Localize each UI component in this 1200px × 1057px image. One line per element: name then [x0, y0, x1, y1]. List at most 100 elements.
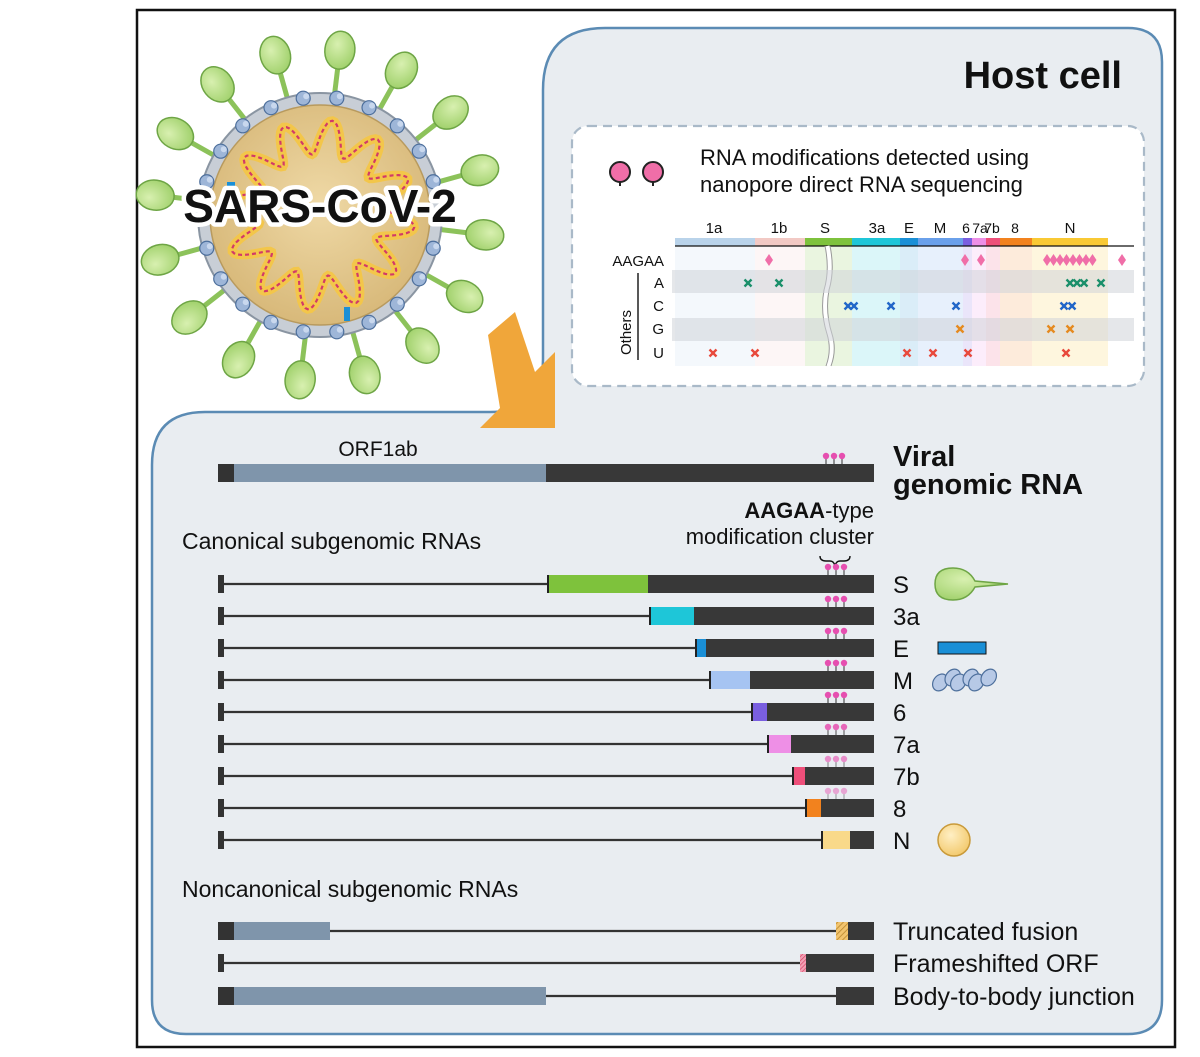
gene-track-segment	[805, 238, 852, 246]
subgenomic-rna-s: S	[218, 563, 909, 599]
membrane-protein-icon	[411, 143, 427, 159]
spike-protein-icon	[200, 66, 250, 124]
spike-protein-icon	[436, 219, 505, 251]
gene-track-segment	[918, 238, 963, 246]
rna-orf-segment	[697, 639, 706, 657]
genomic-title-line2: genomic RNA	[893, 469, 1083, 501]
modification-panel: RNA modifications detected using nanopor…	[570, 124, 1146, 388]
subgenomic-rna-label: 3a	[893, 604, 920, 631]
rna-leader	[218, 831, 224, 849]
genomic-title-line1: Viral	[893, 441, 955, 473]
spike-protein-icon	[411, 95, 469, 145]
a-modification-mark	[1065, 278, 1075, 288]
genomic-modification-pins	[822, 452, 846, 464]
membrane-protein-icon	[235, 296, 251, 312]
subgenomic-rna-3a: 3a	[218, 595, 920, 631]
a-modification-mark	[1096, 278, 1106, 288]
modification-pins	[824, 755, 848, 767]
membrane-protein-icon	[931, 668, 998, 692]
gene-label: 8	[1011, 220, 1019, 236]
membrane-protein-icon	[199, 174, 215, 190]
rna-orf-segment	[549, 575, 648, 593]
envelope-protein-icon	[227, 182, 235, 196]
rna-leader	[218, 767, 224, 785]
spike-protein-icon	[135, 179, 204, 211]
modification-pin-icon	[832, 563, 840, 575]
rna-orf1ab-segment	[234, 922, 330, 940]
membrane-protein-icon	[361, 100, 377, 116]
virus-particle	[135, 30, 505, 400]
aagaa-modification-mark	[1062, 254, 1071, 266]
noncanonical-rna-label: Truncated fusion	[893, 918, 1078, 946]
viral-genome-strand	[224, 119, 416, 311]
gene-track-segment	[963, 238, 972, 246]
aagaa-modification-mark	[1118, 254, 1126, 266]
c-modification-mark	[849, 301, 859, 311]
gene-column-shade	[675, 246, 755, 366]
c-modification-mark	[1059, 301, 1069, 311]
spike-protein-icon	[221, 316, 265, 379]
modification-pin-icon	[824, 691, 832, 703]
spike-protein-icon	[259, 35, 292, 103]
gene-column-shade	[1032, 246, 1108, 366]
genomic-rna-cap	[218, 464, 234, 482]
membrane-protein-icon	[213, 143, 229, 159]
modification-pin-icon	[824, 723, 832, 735]
rna-orf1ab-segment	[234, 987, 546, 1005]
gene-column-shade	[900, 246, 918, 366]
rna-orf-segment	[823, 831, 850, 849]
mod-heading-line2: nanopore direct RNA sequencing	[700, 172, 1023, 197]
modification-pin-icon	[822, 452, 830, 464]
rna-orf-segment	[807, 799, 821, 817]
spike-protein-icon	[421, 270, 484, 314]
rna-body-segment	[848, 922, 874, 940]
gene-label: 7b	[984, 220, 1000, 236]
modification-pin-icon	[824, 659, 832, 671]
g-modification-mark	[1046, 324, 1056, 334]
rna-leader	[218, 735, 224, 753]
modification-pins	[824, 691, 848, 703]
c-modification-mark	[951, 301, 961, 311]
rna-body-segment	[767, 703, 874, 721]
modification-pin-icon	[824, 627, 832, 639]
rna-modification-icon	[609, 161, 631, 186]
membrane-protein-icon	[199, 240, 215, 256]
u-modification-mark	[902, 348, 912, 358]
modification-pins	[824, 563, 848, 575]
noncanonical-heading: Noncanonical subgenomic RNAs	[182, 876, 518, 902]
aagaa-modification-mark	[1043, 254, 1051, 266]
membrane-protein-icon	[329, 90, 345, 106]
envelope-protein-icon	[344, 307, 350, 321]
modification-pins	[824, 659, 848, 671]
rna-body-segment	[706, 639, 874, 657]
gene-label: 3a	[869, 220, 886, 237]
mod-heading-line1: RNA modifications detected using	[700, 145, 1029, 170]
virus-label: SARS-CoV-2	[183, 180, 456, 232]
rna-leader	[218, 703, 224, 721]
u-modification-mark	[750, 348, 760, 358]
spike-protein-icon	[171, 285, 229, 335]
modification-pins	[824, 723, 848, 735]
modification-pin-icon	[824, 595, 832, 607]
gene-column-shade	[852, 246, 900, 366]
modification-pin-icon	[832, 627, 840, 639]
modification-pin-icon	[832, 723, 840, 735]
row-stripe	[672, 270, 1134, 293]
membrane-protein-icon	[235, 118, 251, 134]
gene-column-shade	[963, 246, 972, 366]
modification-pin-icon	[832, 755, 840, 767]
subgenomic-rna-n: N	[218, 828, 910, 855]
c-modification-mark	[1067, 301, 1077, 311]
subgenomic-rna-7a: 7a	[218, 723, 920, 759]
subgenomic-rna-label: M	[893, 668, 913, 695]
virus-label-outline: SARS-CoV-2	[183, 180, 456, 232]
cluster-label-line1: AAGAA-type	[744, 498, 874, 523]
modification-pin-icon	[840, 723, 848, 735]
subgenomic-rna-label: 8	[893, 796, 906, 823]
subgenomic-rna-6: 6	[218, 691, 906, 727]
modification-pin-icon	[840, 627, 848, 639]
spike-protein-icon	[156, 116, 219, 160]
mod-row-label-u: U	[653, 345, 664, 362]
rna-orf-segment	[794, 767, 805, 785]
